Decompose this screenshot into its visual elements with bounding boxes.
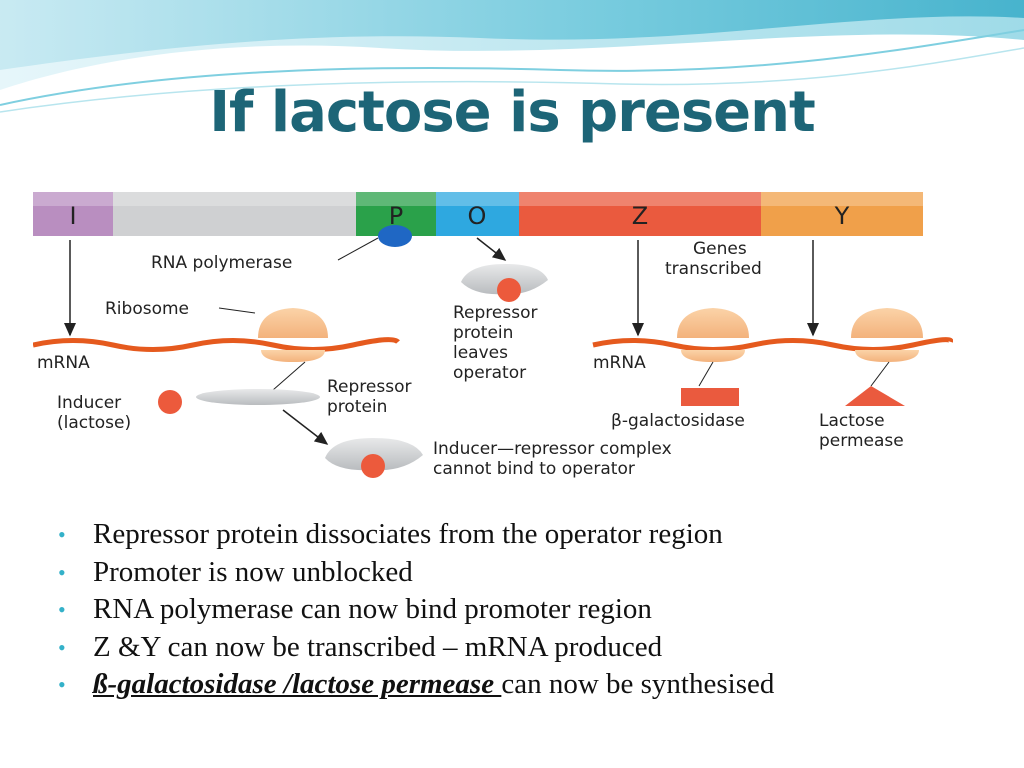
bullet-text: Repressor protein dissociates from the o… [93,518,723,550]
bullet-item: • Z &Y can now be transcribed – mRNA prod… [58,629,774,667]
ribosome-label: Ribosome [105,299,189,319]
leaves-label-line4: operator [453,363,526,383]
complex-label-line1: Inducer—repressor complex [433,439,672,459]
gene-label-o: O [468,202,487,230]
permease-label-line1: Lactose [819,411,885,431]
slide-title: If lactose is present [209,80,816,145]
gene-label-p: P [389,202,403,230]
inducer-label-line1: Inducer [57,393,121,413]
rna-polymerase [378,225,412,247]
lactose-permease-product [845,386,905,406]
leaves-label-line3: leaves [453,343,508,363]
leaves-label-line1: Repressor [453,303,537,323]
gene-segment-spacer [113,192,356,236]
bullet-dot-icon: • [58,672,66,697]
bullet-item: • ß-galactosidase /lactose permease can n… [58,666,774,704]
repressor-label-line1: Repressor [327,377,411,397]
inducer-molecule [158,390,182,414]
gene-segment-i [33,192,113,236]
bullet-text: Promoter is now unblocked [93,555,413,588]
gene-bar: I P O Z Y [33,192,923,236]
complex-label-line2: cannot bind to operator [433,459,635,479]
repressor-label-line2: protein [327,397,387,417]
bullet-dot-icon: • [58,559,66,585]
gene-label-z: Z [632,202,648,230]
bullet-item: • Repressor protein dissociates from the … [58,516,774,554]
bullet-emphasis: ß-galactosidase /lactose permease [93,668,502,700]
permease-label-line2: permease [819,431,904,451]
mrna-left-label: mRNA [37,353,90,373]
gene-segment-y [761,192,923,236]
gene-label-i: I [69,202,76,230]
bullet-text: Z &Y can now be transcribed – mRNA produ… [93,630,663,663]
genes-label-line2: transcribed [665,259,762,279]
ribosome-left [258,308,328,338]
gene-segment-o [436,192,519,236]
leaves-label-line2: protein [453,323,513,343]
bullet-dot-icon: • [58,522,66,547]
header-wave-decoration [0,0,1024,113]
mrna-strand-right [592,337,953,352]
bullet-dot-icon: • [58,634,66,660]
inducer-label-line2: (lactose) [57,413,131,433]
beta-galactosidase-label: β-galactosidase [611,411,745,431]
bullet-list: • Repressor protein dissociates from the … [58,516,774,704]
mrna-strand-left [33,337,400,352]
repressor-protein [196,389,320,405]
rna-polymerase-label: RNA polymerase [151,253,292,273]
beta-galactosidase-product [681,388,739,406]
mrna-right-label: mRNA [593,353,646,373]
gene-label-y: Y [834,202,850,230]
ribosome-right-2 [851,308,923,338]
bullet-item: • RNA polymerase can now bind promoter re… [58,591,774,629]
bullet-text: can now be synthesised [501,668,775,700]
bullet-dot-icon: • [58,597,66,622]
bullet-text: RNA polymerase can now bind promoter reg… [93,593,652,625]
bullet-item: • Promoter is now unblocked [58,554,774,592]
genes-label-line1: Genes [693,239,747,259]
lac-operon-diagram: I P O Z Y RNA polymerase Ribosome mRNA R… [33,192,953,479]
ribosome-right-1 [677,308,749,338]
gene-segment-z [519,192,761,236]
